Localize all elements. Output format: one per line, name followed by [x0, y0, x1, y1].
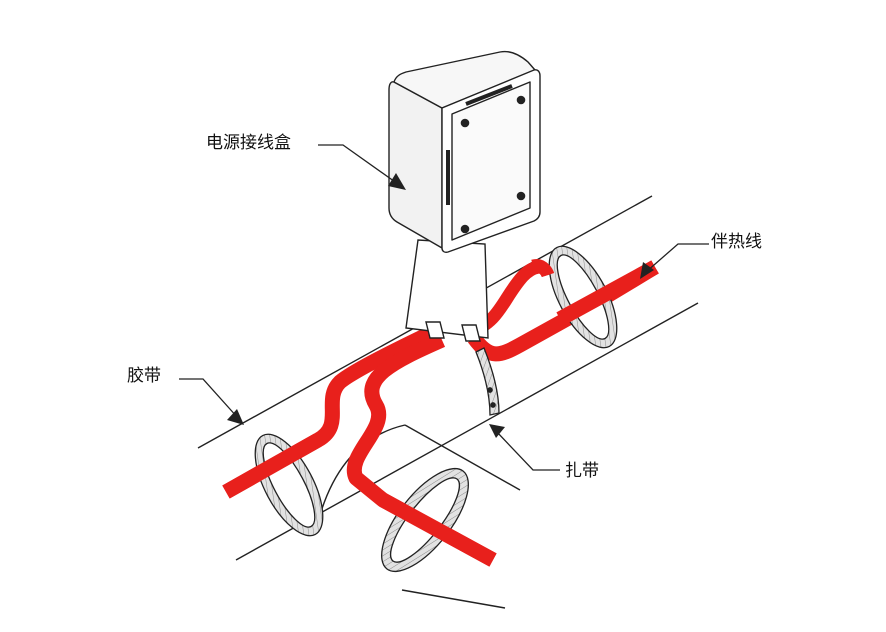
heating-cable-main-run-left [222, 325, 437, 499]
label-heating-cable: 伴热线 [711, 232, 762, 252]
label-junction-box: 电源接线盒 [206, 133, 291, 153]
heating-cable-branch-run [346, 333, 497, 567]
tape-band-right [548, 245, 618, 349]
leader-arrows [227, 173, 654, 438]
heating-cable-main-run-right [467, 260, 659, 362]
leader-lines [179, 144, 709, 471]
junction-box [388, 50, 541, 253]
junction-box-lid [451, 81, 531, 241]
junction-box-stand [405, 239, 489, 342]
heating-cable [222, 260, 659, 567]
label-tape: 胶带 [127, 366, 161, 386]
cable-tie [475, 347, 500, 416]
label-cable-tie: 扎带 [565, 461, 599, 481]
junction-box-screws [460, 95, 526, 234]
